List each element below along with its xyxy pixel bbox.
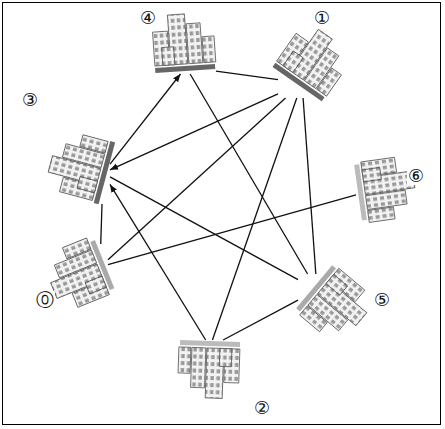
road-connector [190,74,307,274]
district-node: ⑥ [356,166,370,220]
district-node: ③ [96,142,110,204]
road-connector [110,177,298,280]
district-number: ③ [21,91,39,109]
road-connector [223,300,298,340]
road-connector [216,71,278,80]
district-number: ① [313,9,331,27]
district-node: ④ [156,60,216,74]
road-connector [108,195,356,265]
district-number: ② [253,399,271,417]
district-node: ① [278,68,326,98]
district-number: ⓪ [35,291,55,309]
district-node: ⓪ [92,244,108,290]
district-number: ⑥ [407,167,425,185]
district-number: ⑤ [373,291,391,309]
district-number: ④ [139,9,157,27]
road-connector [110,74,181,164]
road-connector [110,94,278,170]
road-connector [101,204,102,244]
district-node: ⑤ [298,274,336,306]
road-connector [110,184,206,340]
road-connector [303,98,316,274]
road-connector [108,98,286,260]
district-node: ② [180,340,240,354]
